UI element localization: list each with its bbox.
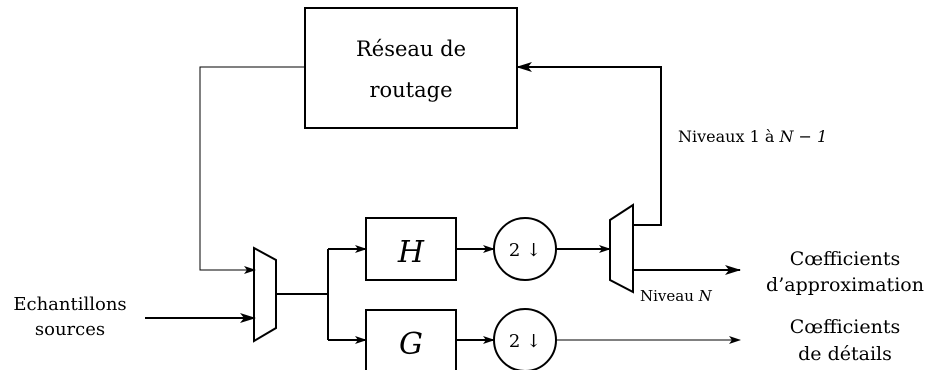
feedback-loop-arrow xyxy=(516,62,662,226)
routing-network-block: Réseau de routage xyxy=(304,7,518,129)
feedback-label: Niveaux 1 à N − 1 xyxy=(678,127,827,146)
level-label-text: Niveau xyxy=(640,287,699,305)
detail-label-line1: Cœfficients xyxy=(790,316,900,338)
routing-label-line2: routage xyxy=(369,78,452,102)
filter-h-label: H xyxy=(397,235,425,270)
input-label-line1: Echantillons xyxy=(13,294,126,315)
filter-h-block: H xyxy=(365,217,457,281)
feedback-label-text: Niveaux 1 à xyxy=(678,127,779,146)
downsampler-g-label: 2 ↓ xyxy=(509,331,541,352)
level-label-math: N xyxy=(698,287,713,305)
input-label-line2: sources xyxy=(35,319,105,340)
downsampler-h: 2 ↓ xyxy=(493,217,557,281)
feedback-label-math: N − 1 xyxy=(778,127,827,146)
level-label: Niveau N xyxy=(640,287,713,305)
detail-label-line2: de détails xyxy=(798,343,892,365)
filter-g-label: G xyxy=(399,327,423,362)
downsampler-h-label: 2 ↓ xyxy=(509,240,541,261)
approx-label-line1: Cœfficients xyxy=(790,248,900,270)
routing-to-mux-line xyxy=(199,66,305,274)
input-multiplexer xyxy=(253,246,277,343)
downsampler-g: 2 ↓ xyxy=(493,308,557,370)
approx-label-line2: d’approximation xyxy=(766,274,924,296)
output-demultiplexer xyxy=(609,203,634,294)
filter-g-block: G xyxy=(365,309,457,370)
routing-label-line1: Réseau de xyxy=(356,37,466,61)
